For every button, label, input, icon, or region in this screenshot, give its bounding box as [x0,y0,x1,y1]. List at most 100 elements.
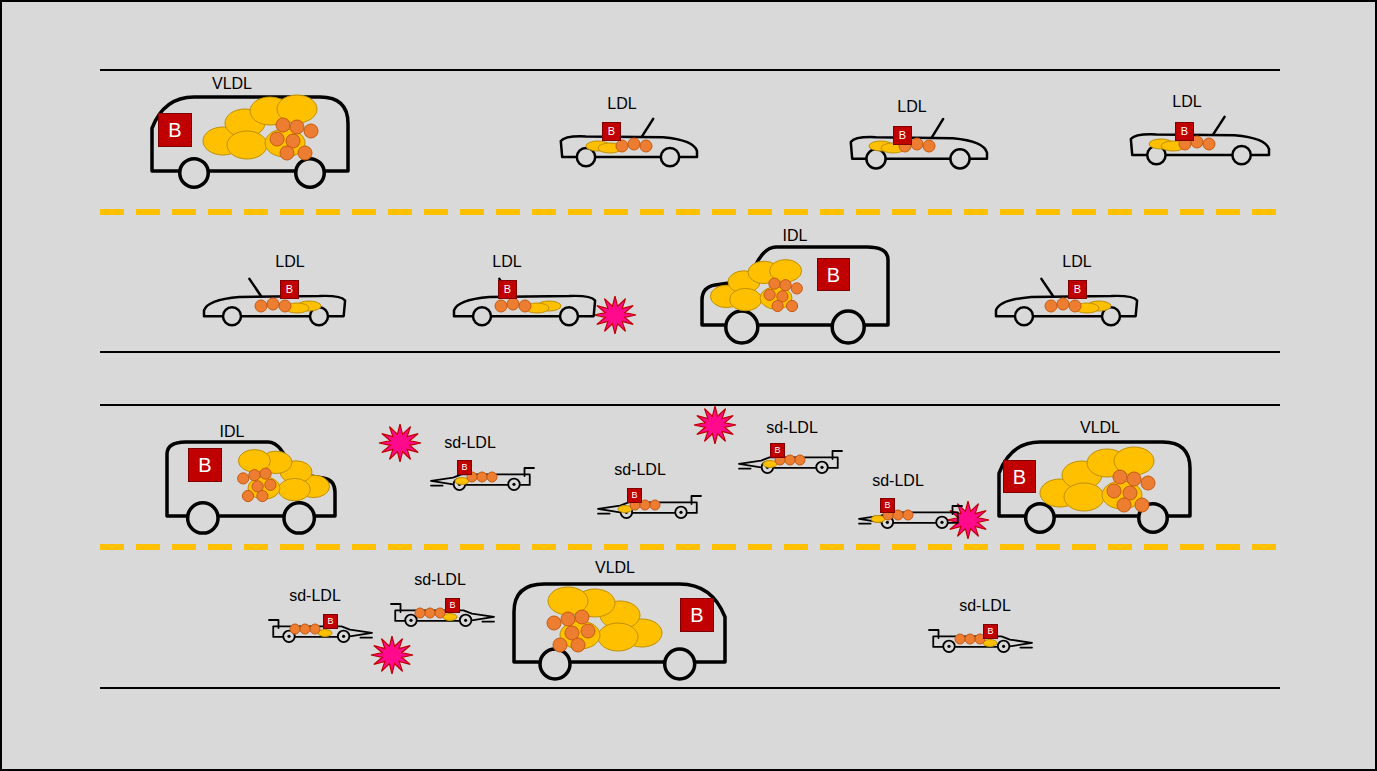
collision-star [694,406,736,444]
apob-label: B [1181,126,1188,137]
cholesterol-ball [628,138,640,150]
vehicle-outline [597,488,702,520]
vehicle-outline [848,118,988,166]
apob-label: B [286,284,293,295]
vehicle-body [249,279,261,296]
vehicle-body [702,247,888,325]
vehicle-outline [858,498,963,530]
apob-label: B [899,130,906,141]
lipoprotein-label: IDL [220,424,245,440]
race-car-vehicle: sd-LDLB [738,443,843,475]
apob-badge: B [457,460,472,475]
apob-label: B [504,284,511,295]
apob-label: B [827,265,840,285]
lane-divider [100,209,1280,215]
cholesterol-ball [785,455,795,465]
apob-label: B [449,601,455,610]
triglyceride-blob [278,478,310,500]
wheel [460,615,472,627]
cholesterol-ball [1045,300,1057,312]
wheel [223,307,241,325]
lipoprotein-label: sd-LDL [614,462,666,478]
vehicle-body [929,630,939,638]
cholesterol-ball [1113,470,1127,484]
triglyceride-blob [730,288,762,310]
wheel [726,311,758,343]
van-vehicle: VLDLB [150,95,350,190]
lipoprotein-label: sd-LDL [959,598,1011,614]
cholesterol-ball [965,634,975,644]
cholesterol-ball [238,473,249,484]
apob-badge: B [680,598,714,632]
apob-label: B [884,501,890,510]
wheel [943,641,955,653]
apob-badge: B [880,498,895,513]
cholesterol-ball [519,300,531,312]
wheel [936,517,948,529]
cholesterol-ball [290,120,304,134]
lipoprotein-label: LDL [1172,94,1201,110]
triglyceride-blob [227,131,267,159]
vehicle-body [692,496,702,504]
apob-badge: B [770,443,785,458]
wheel [1232,146,1250,164]
wheel [284,503,314,533]
cholesterol-ball [923,140,935,152]
road-edge [100,69,1280,71]
vehicle-body [1213,117,1224,134]
vehicle-outline [203,278,348,323]
apob-label: B [198,455,211,475]
vehicle-body [360,637,372,639]
wheel [816,462,828,474]
cholesterol-ball [769,278,780,289]
cholesterol-ball [786,300,797,311]
lipoprotein-label: LDL [492,254,521,270]
vehicle-body [431,485,443,487]
apob-label: B [327,617,333,626]
convertible-vehicle: LDLB [995,278,1140,323]
cholesterol-ball [495,300,507,312]
wheel-hub [409,619,412,622]
cholesterol-ball [290,624,300,634]
van-vehicle: VLDLB [512,582,727,682]
collision-star [379,424,421,462]
cholesterol-ball [791,283,802,294]
wheel-hub [940,521,943,524]
wheel [950,149,969,168]
vehicle-body [833,451,843,459]
wheel [675,507,687,519]
vehicle-outline [430,460,535,492]
cholesterol-ball [1117,498,1131,512]
wheel-hub [947,645,950,648]
vehicle-outline [512,582,727,682]
race-car-vehicle: sd-LDLB [858,498,963,530]
wheel-hub [464,619,467,622]
cholesterol-ball [1141,476,1155,490]
lipoprotein-label: VLDL [595,560,635,576]
cholesterol-ball [249,470,260,481]
vehicle-body [642,119,653,136]
apob-badge: B [280,280,299,299]
vehicle-outline [1128,116,1270,162]
cholesterol-ball [280,146,294,160]
convertible-vehicle: LDLB [848,118,988,166]
apob-badge: B [983,624,998,639]
apob-badge: B [188,448,222,482]
wheel-hub [886,521,889,524]
apob-badge: B [1003,460,1036,493]
wheel-hub [820,466,823,469]
wheel-hub [287,635,290,638]
vehicle-body [525,468,535,476]
wheel [661,148,679,166]
wheel-hub [342,635,345,638]
cholesterol-ball [477,472,487,482]
wheel [180,159,209,188]
race-car-vehicle: sd-LDLB [268,612,373,644]
wheel [473,307,491,325]
cholesterol-ball [435,608,445,618]
race-car-vehicle: sd-LDLB [430,460,535,492]
vehicle-body [953,506,963,514]
lipoprotein-label: LDL [1062,254,1091,270]
